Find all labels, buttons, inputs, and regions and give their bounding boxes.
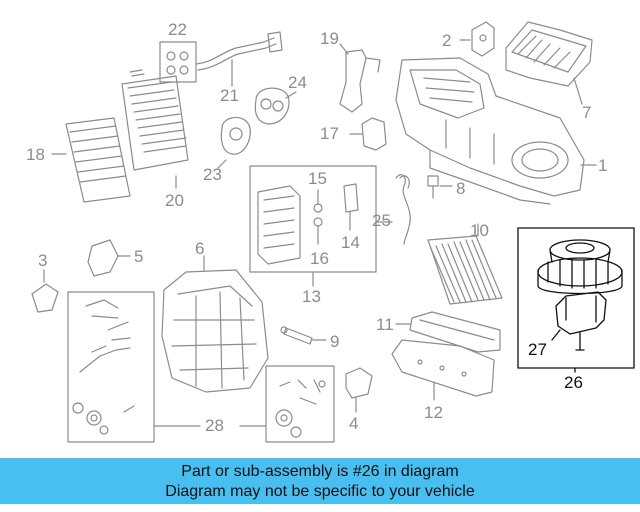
part-19-bracket: [339, 43, 381, 113]
callout-8: 8: [456, 179, 466, 198]
callout-12: 12: [424, 403, 443, 422]
callout-7: 7: [582, 103, 592, 122]
callout-20: 20: [165, 191, 184, 210]
part-24-gasket: [254, 87, 297, 125]
part-28-linkage-left: [72, 299, 135, 435]
part-26-box: [517, 227, 635, 369]
part-28-linkage-right: [275, 379, 326, 438]
part-26-blower-motor: [517, 227, 635, 373]
part-28-left-box: [67, 291, 155, 443]
banner-line-2: Diagram may not be specific to your vehi…: [165, 483, 475, 500]
part-20-heater-core: [121, 69, 189, 189]
part-22-box: [159, 41, 197, 83]
callout-5: 5: [134, 247, 144, 266]
part-18-evaporator: [51, 117, 131, 203]
part-4-actuator: [345, 367, 373, 413]
callout-13: 13: [302, 287, 321, 306]
part-13-expansion-valve: [257, 183, 359, 287]
callout-24: 24: [288, 73, 307, 92]
callout-9: 9: [330, 332, 340, 351]
callout-21: 21: [220, 86, 239, 105]
part-6-heater-housing: [161, 255, 269, 393]
callout-14: 14: [341, 233, 360, 252]
callout-3: 3: [38, 251, 48, 270]
part-1-housing: [395, 57, 597, 205]
part-10-cabin-filter: [427, 223, 503, 305]
part-25-hose: [375, 174, 411, 245]
part-5-sensor: [87, 239, 131, 277]
part-3-actuator: [31, 269, 59, 313]
banner-line-1: Part or sub-assembly is #26 in diagram: [181, 463, 459, 480]
part-8-bolt: [427, 175, 453, 199]
part-2-bracket: [459, 21, 495, 57]
callout-25: 25: [372, 211, 391, 230]
callout-18: 18: [26, 145, 45, 164]
part-12-panel: [391, 339, 495, 401]
callout-1: 1: [598, 156, 608, 175]
callout-6: 6: [195, 239, 205, 258]
callout-23: 23: [203, 165, 222, 184]
parts-diagram: [31, 21, 635, 443]
callout-4: 4: [349, 414, 359, 433]
callout-15: 15: [308, 169, 327, 188]
part-21-pipe: [195, 31, 283, 87]
callout-2: 2: [442, 31, 452, 50]
part-7-air-duct: [505, 21, 593, 105]
part-23-gasket: [217, 116, 251, 169]
callout-28: 28: [205, 416, 224, 435]
callout-19: 19: [320, 29, 339, 48]
part-11-trim: [395, 311, 501, 353]
callout-16: 16: [310, 249, 329, 268]
callout-22: 22: [168, 20, 187, 39]
part-28-right-box: [265, 365, 335, 443]
callout-10: 10: [470, 221, 489, 240]
part-22-seals: [166, 51, 189, 75]
part-9-sensor: [280, 326, 327, 345]
info-banner: Part or sub-assembly is #26 in diagram D…: [0, 458, 640, 504]
callout-27: 27: [528, 340, 547, 359]
callout-11: 11: [376, 315, 394, 334]
callout-17: 17: [320, 124, 339, 143]
part-17-module: [349, 117, 387, 151]
callout-26: 26: [564, 373, 583, 392]
